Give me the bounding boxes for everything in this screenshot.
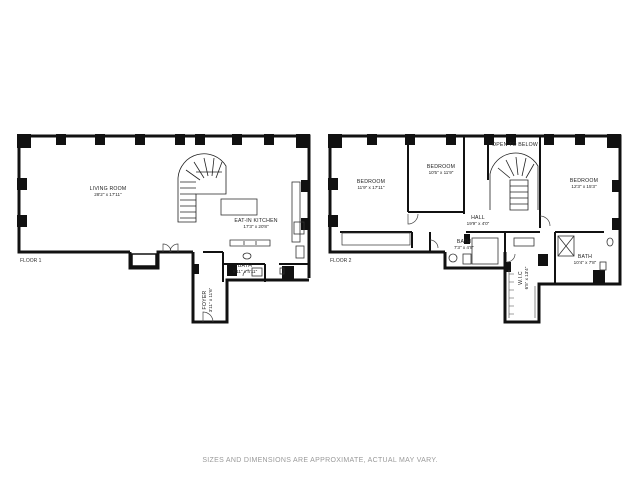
room-dims-foyer: 3'11" x 11'6" <box>208 287 213 312</box>
disclaimer-text: SIZES AND DIMENSIONS ARE APPROXIMATE, AC… <box>202 457 438 464</box>
room-dims-living-room: 28'2" x 17'11" <box>94 192 122 197</box>
room-dims-bedroom-3: 12'3" x 15'3" <box>571 184 597 189</box>
room-name-wic: W.I.C <box>518 271 524 285</box>
floor-1-columns <box>17 134 310 279</box>
room-dims-bedroom-1: 11'9" x 17'11" <box>357 185 384 190</box>
closet <box>341 232 411 246</box>
room-name-bath-1: BATH <box>457 239 471 245</box>
room-dims-bath: 6'11" x 4'11" <box>233 269 258 274</box>
floor-2-doors <box>407 213 551 263</box>
room-dims-wic: 6'5" x 13'4" <box>524 266 529 289</box>
room-name-open-to-below: OPEN TO BELOW <box>492 142 538 148</box>
entry-notch <box>131 253 157 267</box>
floor-1-doors <box>162 243 250 323</box>
wic-shelves <box>508 270 536 318</box>
room-dims-hall: 19'9" x 4'0" <box>467 221 490 226</box>
floor-2-walls <box>328 134 622 324</box>
room-name-foyer: FOYER <box>202 291 208 310</box>
room-name-bath: BATH <box>238 263 252 269</box>
floor-2-interior-walls <box>340 136 604 284</box>
floor-1-walls <box>17 134 311 324</box>
room-name-bath-2: BATH <box>578 254 592 260</box>
room-dims-bath-2: 10'4" x 7'8" <box>574 260 597 265</box>
floor-2-label: FLOOR 2 <box>330 258 352 264</box>
floor-1-bath-fixtures <box>242 252 285 277</box>
floor-1-staircase <box>177 153 227 223</box>
room-dims-eat-in-kitchen: 17'3" x 20'8" <box>243 224 269 229</box>
room-name-bedroom-2: BEDROOM <box>427 164 455 170</box>
floor-1-label: FLOOR 1 <box>20 258 42 264</box>
room-name-living-room: LIVING ROOM <box>90 186 127 192</box>
room-name-bedroom-3: BEDROOM <box>570 178 598 184</box>
floor-2-columns <box>328 134 621 283</box>
room-name-bedroom-1: BEDROOM <box>357 179 385 185</box>
floor-2-labels: BEDROOM 11'9" x 17'11" BEDROOM 10'5" x 1… <box>330 142 598 289</box>
room-dims-bedroom-2: 10'5" x 11'9" <box>429 170 454 175</box>
room-name-hall: HALL <box>471 215 485 221</box>
floor-2-bath-fixtures <box>448 235 614 271</box>
room-dims-bath-1: 7'3" x 4'9" <box>454 245 474 250</box>
room-name-eat-in-kitchen: EAT-IN KITCHEN <box>234 218 277 224</box>
floor-1-labels: LIVING ROOM 28'2" x 17'11" EAT-IN KITCHE… <box>20 186 278 312</box>
floor-2-staircase <box>489 152 539 211</box>
kitchen-fixtures <box>220 181 305 259</box>
